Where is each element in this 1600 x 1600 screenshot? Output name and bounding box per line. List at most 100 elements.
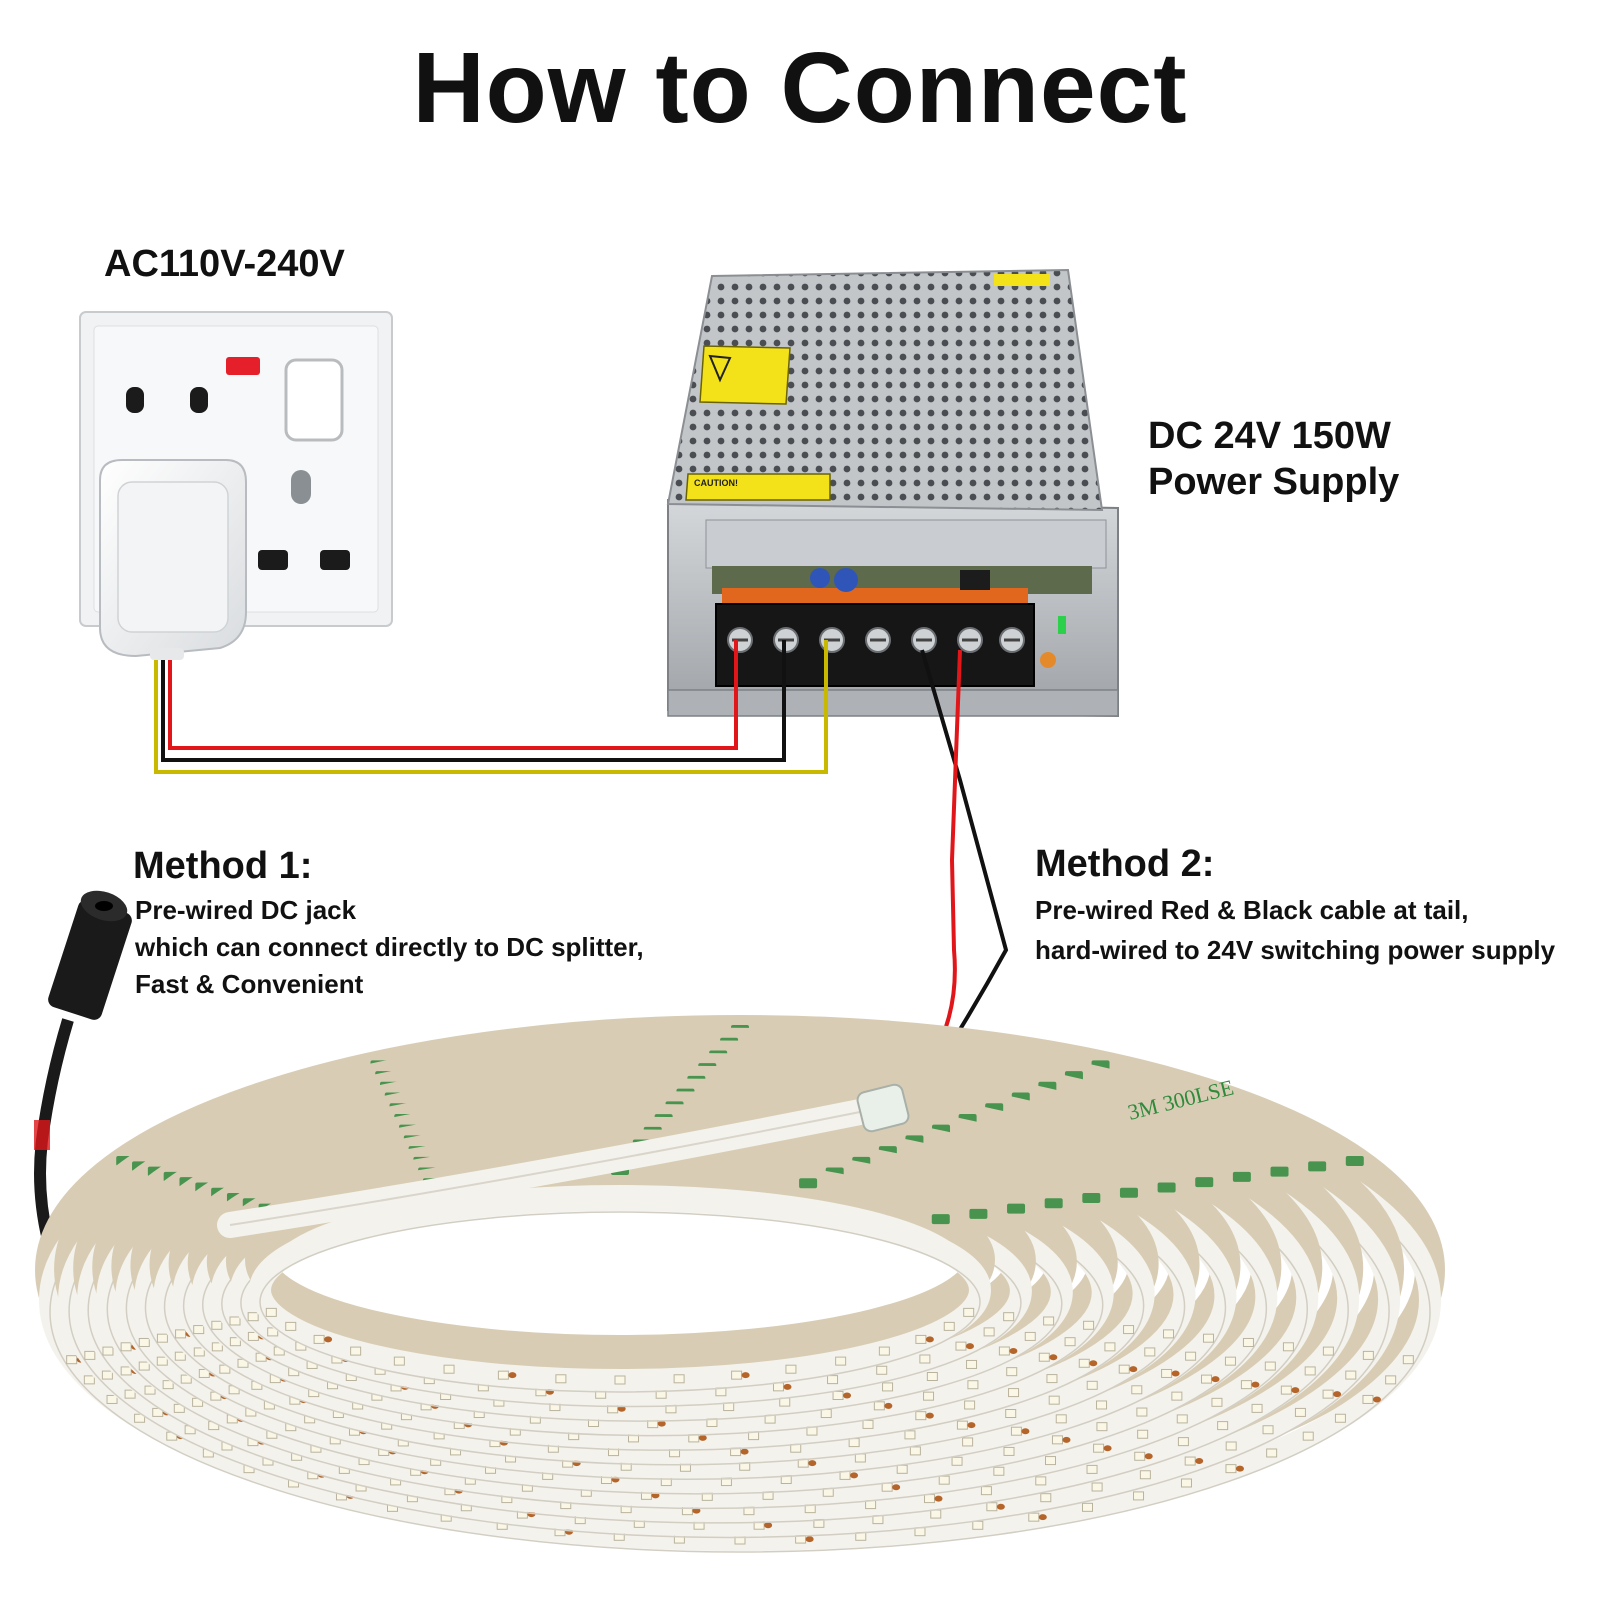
led-chip	[313, 1334, 325, 1344]
power-supply-label-line1: DC 24V 150W	[1148, 415, 1391, 457]
led-chip	[1139, 1470, 1151, 1480]
power-supply-unit: CAUTION!	[666, 268, 1119, 718]
led-chip	[1302, 1431, 1314, 1441]
led-chip	[962, 1437, 974, 1447]
led-chip	[1086, 1380, 1098, 1390]
resistor	[934, 1495, 943, 1502]
led-chip	[1282, 1342, 1294, 1352]
resistor	[1038, 1514, 1047, 1521]
resistor	[892, 1484, 901, 1491]
resistor	[850, 1472, 859, 1479]
page-title: How to Connect	[412, 32, 1188, 144]
resistor	[925, 1412, 934, 1419]
resistor	[657, 1420, 666, 1427]
led-chip	[1078, 1358, 1090, 1368]
tape-3m-logo-icon	[1270, 1166, 1289, 1177]
resistor	[764, 1522, 773, 1529]
method2-description: Pre-wired Red & Black cable at tail, har…	[1035, 890, 1555, 970]
led-chip	[174, 1351, 186, 1361]
led-chip	[1137, 1429, 1149, 1439]
led-chip	[393, 1356, 405, 1366]
led-chip	[1040, 1493, 1052, 1503]
led-chip	[1180, 1478, 1192, 1488]
tape-3m-logo-icon	[1044, 1198, 1063, 1209]
resistor	[1333, 1391, 1342, 1398]
led-chip	[156, 1356, 168, 1366]
led-chip	[1202, 1333, 1214, 1343]
led-chip	[972, 1520, 984, 1530]
led-chip	[175, 1329, 187, 1339]
resistor	[1049, 1354, 1058, 1361]
led-chip	[806, 1426, 818, 1436]
led-chip	[1051, 1435, 1063, 1445]
led-chip	[162, 1380, 174, 1390]
led-chip	[1280, 1385, 1292, 1395]
led-chip	[1262, 1425, 1274, 1435]
led-chip	[1184, 1456, 1196, 1466]
led-chip	[835, 1356, 847, 1366]
led-chip	[247, 1312, 259, 1322]
led-chip	[1161, 1368, 1173, 1378]
led-chip	[706, 1417, 718, 1427]
led-chip	[930, 1509, 942, 1519]
led-chip	[1176, 1414, 1188, 1424]
method2-line2: hard-wired to 24V switching power supply	[1035, 935, 1556, 965]
led-chip	[101, 1370, 113, 1380]
led-chip	[904, 1430, 916, 1440]
led-chip	[138, 1361, 150, 1371]
led-chip	[1055, 1414, 1067, 1424]
led-chip	[1064, 1337, 1076, 1347]
led-chip	[1005, 1408, 1017, 1418]
wall-outlet	[79, 311, 393, 660]
ac-input-wires	[154, 640, 828, 774]
led-chip	[1362, 1350, 1374, 1360]
resistor	[741, 1372, 750, 1379]
led-chip	[1402, 1355, 1414, 1365]
led-chip	[1043, 1316, 1055, 1326]
resistor	[808, 1460, 817, 1467]
method1-line2: which can connect directly to DC splitte…	[135, 932, 644, 962]
led-chip	[66, 1355, 78, 1365]
led-chip	[120, 1342, 132, 1352]
led-chip	[854, 1453, 866, 1463]
led-chip	[1131, 1385, 1143, 1395]
method1-heading: Method 1:	[133, 845, 313, 887]
tape-3m-logo-icon	[1308, 1161, 1327, 1172]
tape-3m-logo-icon	[1345, 1156, 1364, 1167]
led-chip	[1294, 1407, 1306, 1417]
method2-line1: Pre-wired Red & Black cable at tail,	[1035, 895, 1469, 925]
tape-3m-logo-icon	[1157, 1182, 1176, 1193]
led-chip	[882, 1382, 894, 1392]
resistor	[1103, 1445, 1112, 1452]
led-chip	[951, 1456, 963, 1466]
resistor	[805, 1536, 814, 1543]
resistor	[965, 1343, 974, 1350]
tape-3m-logo-icon	[1119, 1187, 1138, 1198]
resistor	[1089, 1360, 1098, 1367]
led-chip	[180, 1374, 192, 1384]
resistor	[1062, 1436, 1071, 1443]
led-chip	[84, 1350, 96, 1360]
wire-yellow	[154, 640, 828, 774]
led-chip	[1091, 1482, 1103, 1492]
led-chip	[193, 1325, 205, 1335]
led-chip	[211, 1342, 223, 1352]
led-chip	[956, 1420, 968, 1430]
led-chip	[1251, 1403, 1263, 1413]
led-chip	[1035, 1476, 1047, 1486]
led-chip	[1240, 1380, 1252, 1390]
led-chip	[229, 1316, 241, 1326]
strip-loop	[229, 1176, 1032, 1406]
led-chip	[780, 1474, 792, 1484]
led-chip	[731, 1370, 743, 1380]
led-chip	[673, 1374, 685, 1384]
tape-3m-logo-icon	[931, 1214, 950, 1225]
led-chip	[83, 1375, 95, 1385]
led-chip	[1010, 1426, 1022, 1436]
led-chip	[1266, 1448, 1278, 1458]
led-chip	[967, 1380, 979, 1390]
socket-holes-icon	[126, 387, 350, 570]
led-chip	[1086, 1464, 1098, 1474]
resistor	[843, 1392, 852, 1399]
